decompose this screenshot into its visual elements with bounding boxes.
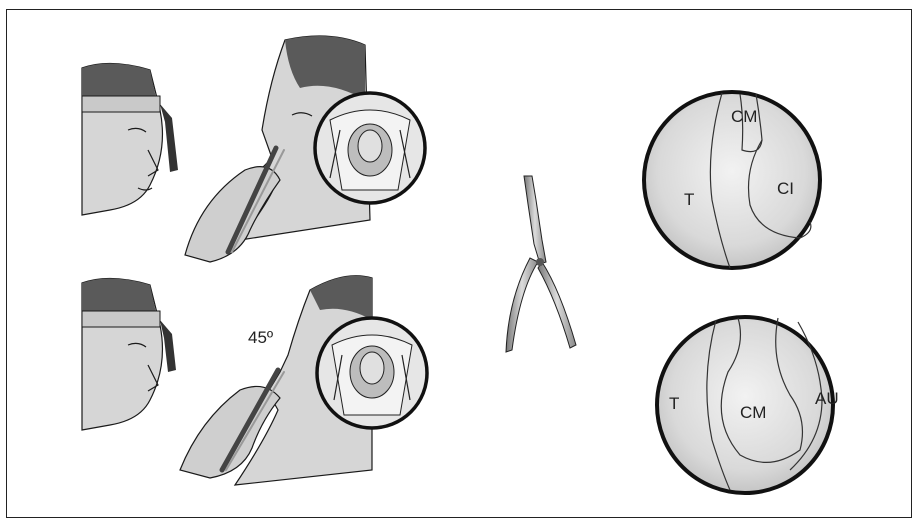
label-au: AU	[815, 389, 839, 408]
examiner-top	[82, 63, 178, 215]
label-t-2: T	[669, 394, 679, 413]
label-t: T	[684, 190, 694, 209]
endoscopic-view-2: T CM AU	[657, 317, 839, 493]
angle-label: 45º	[248, 328, 273, 347]
nasal-inset-bottom	[317, 318, 427, 428]
endoscopic-view-1: CM T CI	[644, 92, 820, 268]
label-cm: CM	[731, 107, 757, 126]
label-cm-2: CM	[740, 403, 766, 422]
nasal-inset-top	[315, 93, 425, 203]
nasal-speculum-icon	[506, 176, 576, 352]
label-ci: CI	[777, 179, 794, 198]
examiner-bottom	[82, 278, 176, 430]
